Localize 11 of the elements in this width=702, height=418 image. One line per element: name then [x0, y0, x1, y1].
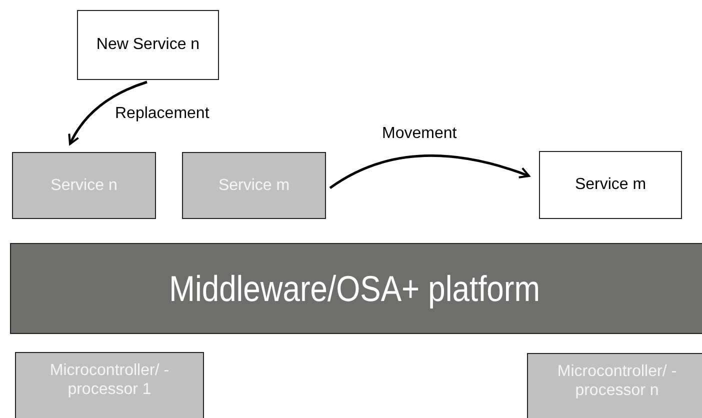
edge-label: Replacement — [113, 105, 212, 123]
service-box — [12, 152, 156, 219]
service-box — [182, 152, 326, 219]
processor-box — [15, 352, 204, 418]
service-box — [539, 151, 682, 219]
platform-band — [10, 243, 702, 334]
service-box — [77, 10, 219, 80]
box-label: Service m — [574, 175, 646, 195]
processor-box — [527, 353, 702, 418]
platform-title: Middleware/OSA+ platform — [170, 266, 540, 310]
box-label: New Service n — [96, 35, 200, 55]
